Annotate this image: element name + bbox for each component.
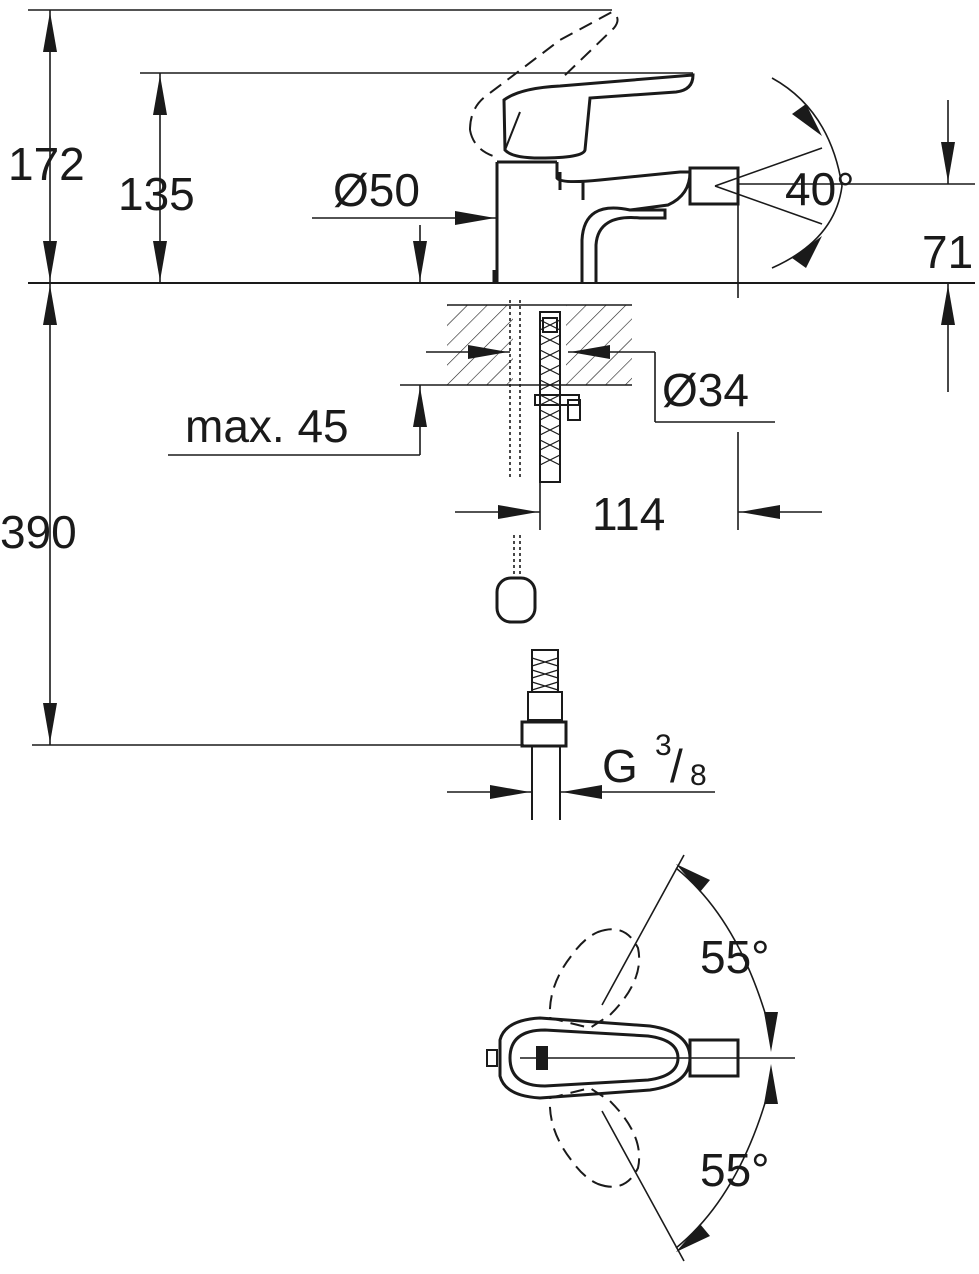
spout-angle-label: 40° <box>785 163 855 215</box>
hole-diameter-label: Ø34 <box>662 364 749 416</box>
thread-slash: / <box>670 740 683 792</box>
dimension-spout-angle: 40° <box>714 77 855 269</box>
pull-rod <box>495 300 537 624</box>
body-diameter-label: Ø50 <box>333 164 420 216</box>
rotation-angles: 55° 55° <box>601 854 778 1262</box>
dimension-body-diameter: Ø50 <box>312 164 497 283</box>
dimension-total-height: 172 <box>8 9 612 283</box>
thread-denominator: 8 <box>690 759 707 792</box>
lever-handle <box>469 10 695 160</box>
supply-hose <box>520 311 581 820</box>
countertop-section <box>447 304 632 386</box>
dimension-outlet-height: 71 <box>738 100 975 392</box>
dimension-hose-length: 390 <box>0 283 524 746</box>
rotation-bottom-label: 55° <box>700 1144 770 1196</box>
dimension-hole-diameter: Ø34 <box>426 345 775 423</box>
outlet-height-label: 71 <box>922 226 973 278</box>
top-view: 55° 55° <box>486 854 795 1262</box>
max-thickness-label: max. 45 <box>185 400 349 452</box>
dimension-spout-reach: 114 <box>455 432 822 540</box>
spout-reach-label: 114 <box>592 488 665 540</box>
faucet-body <box>492 160 740 298</box>
body-top <box>486 1016 740 1100</box>
side-view: 172 135 Ø50 40° <box>0 9 975 820</box>
dimension-max-thickness: max. 45 <box>168 384 447 456</box>
hose-length-label: 390 <box>0 506 77 558</box>
dimension-connection-thread: G 3 / 8 <box>447 729 715 799</box>
handle-rotated-positions <box>548 928 641 1188</box>
spout-height-label: 135 <box>118 168 195 220</box>
dimension-spout-height: 135 <box>118 72 693 283</box>
thread-numerator: 3 <box>655 729 672 762</box>
rotation-top-label: 55° <box>700 931 770 983</box>
aerator <box>688 166 740 206</box>
total-height-label: 172 <box>8 138 85 190</box>
thread-label: G <box>602 740 638 792</box>
